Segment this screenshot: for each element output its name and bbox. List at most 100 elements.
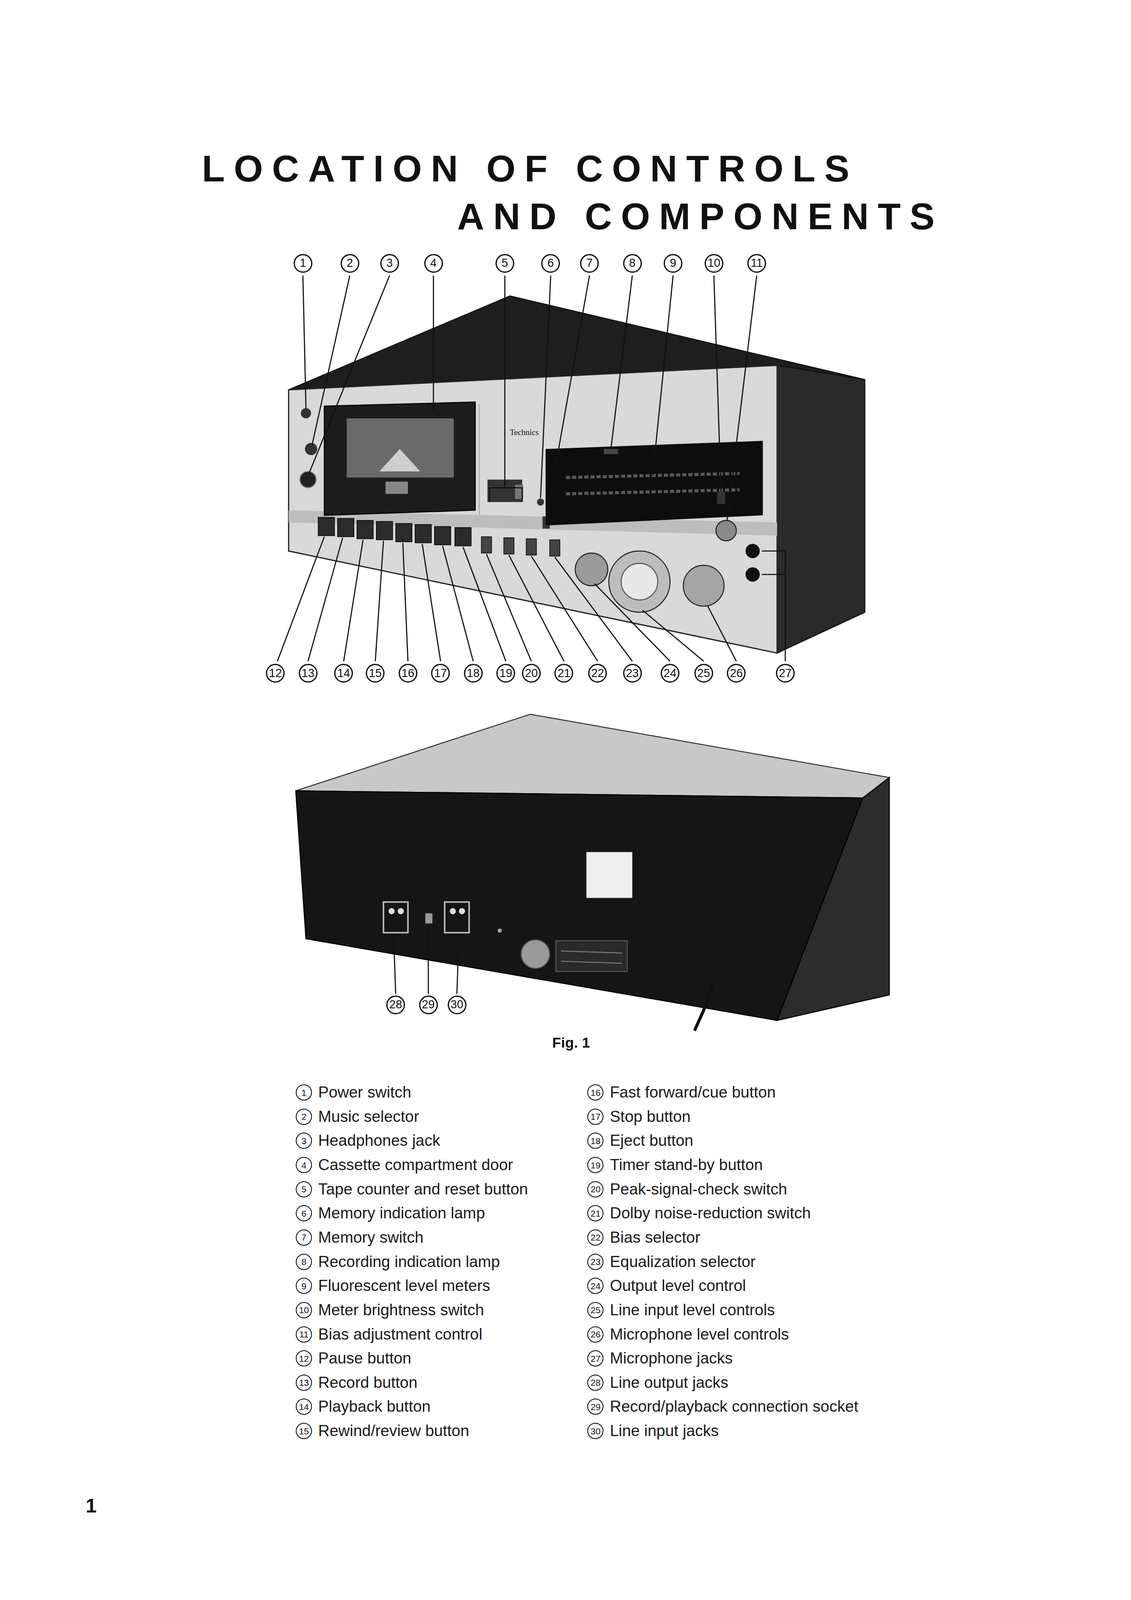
cabinet-side: [777, 365, 866, 653]
callout-number: 22: [588, 663, 607, 683]
toggle: [503, 537, 514, 554]
callout-number: 13: [298, 663, 318, 683]
meter-bar: [565, 489, 740, 494]
leader-line: [277, 536, 325, 662]
list-number: 4: [295, 1156, 312, 1173]
button: [318, 517, 335, 536]
rear-screw: [497, 928, 502, 933]
callout-number: 25: [694, 663, 714, 683]
mic-jack: [745, 543, 760, 558]
part-name: Pause button: [318, 1348, 412, 1368]
list-number: 26: [587, 1326, 604, 1343]
leader-line: [308, 275, 390, 474]
rating-plate: [555, 940, 627, 972]
list-number: 28: [587, 1374, 604, 1391]
cassette-window: [346, 418, 454, 478]
jack: [449, 907, 456, 914]
list-number: 25: [587, 1301, 604, 1318]
list-number: 5: [295, 1180, 312, 1198]
leader-line: [308, 537, 343, 662]
callout-number: 26: [726, 663, 746, 683]
part-name: Equalization selector: [609, 1252, 756, 1271]
callout-number: 9: [663, 253, 683, 273]
callout-number: 28: [386, 995, 406, 1015]
input-knob-cap: [620, 562, 658, 600]
leader-line: [714, 275, 722, 492]
plate-line: [560, 950, 622, 954]
list-number: 17: [587, 1108, 604, 1125]
part-name: Microphone jacks: [609, 1348, 733, 1368]
callout-number: 27: [775, 663, 795, 683]
callout-number: 8: [623, 253, 642, 273]
power-switch: [300, 408, 312, 419]
leader-line: [594, 583, 671, 662]
callout-number: 10: [704, 253, 724, 273]
jack: [388, 907, 395, 914]
plate-line: [560, 961, 622, 964]
list-number: 21: [587, 1204, 604, 1222]
meter-window: [545, 440, 763, 526]
brightness-switch: [717, 491, 726, 505]
part-name: Stop button: [609, 1107, 691, 1126]
list-number: 20: [587, 1180, 604, 1198]
list-number: 11: [295, 1326, 312, 1343]
leader-line: [427, 926, 429, 994]
part-name: Meter brightness switch: [318, 1300, 485, 1320]
callout-number: 7: [580, 253, 599, 273]
page-number: 1: [85, 1494, 97, 1517]
part-name: Rewind/review button: [318, 1421, 470, 1440]
cassette-badge: [385, 481, 409, 494]
leader-line: [463, 546, 506, 662]
list-number: 30: [587, 1422, 604, 1439]
button: [395, 523, 412, 542]
list-number: 9: [295, 1277, 312, 1294]
leader-line: [540, 275, 551, 498]
list-number: 24: [587, 1277, 604, 1294]
cassette-label: [379, 448, 421, 472]
callout-number: 19: [496, 663, 516, 683]
music-selector: [304, 442, 318, 455]
list-number: 3: [295, 1132, 312, 1149]
callout-number: 1: [293, 253, 313, 273]
leader-line: [393, 936, 396, 994]
rear-label: [586, 851, 633, 898]
part-name: Record button: [318, 1372, 418, 1392]
mic-knob: [683, 565, 725, 607]
recording-lamp: [603, 448, 618, 455]
power-cord: [694, 981, 714, 1031]
leader-line: [610, 275, 633, 449]
button: [376, 521, 393, 540]
leader-line: [531, 556, 598, 662]
part-name: Line output jacks: [609, 1372, 729, 1392]
leader-lines: [393, 926, 459, 994]
leader-line: [707, 606, 737, 662]
leader-line: [343, 539, 363, 661]
part-name: Headphones jack: [318, 1131, 441, 1150]
part-name: Music selector: [318, 1107, 420, 1126]
callout-number: 11: [747, 253, 767, 273]
list-number: 2: [295, 1108, 312, 1125]
leader-lines: [277, 275, 786, 662]
part-name: Dolby noise-reduction switch: [609, 1203, 811, 1223]
callout-number: 30: [447, 995, 467, 1015]
callout-number: 29: [419, 995, 438, 1015]
button: [434, 526, 451, 545]
callout-number: 6: [541, 253, 560, 273]
part-name: Output level control: [609, 1276, 747, 1295]
list-number: 14: [295, 1398, 312, 1415]
part-name: Line input jacks: [609, 1421, 719, 1440]
callout-number: 15: [365, 663, 385, 683]
mic-jack: [745, 567, 760, 582]
cassette-door: [324, 402, 476, 516]
list-number: 7: [295, 1229, 312, 1246]
leader-line: [489, 275, 522, 502]
list-number: 19: [587, 1156, 604, 1173]
part-name: Tape counter and reset button: [318, 1179, 529, 1199]
rear-side: [777, 777, 890, 1021]
part-name: Recording indication lamp: [318, 1252, 501, 1271]
leader-line: [457, 936, 460, 994]
list-number: 23: [587, 1253, 604, 1270]
rear-panel: [295, 790, 863, 1021]
list-number: 1: [295, 1084, 312, 1101]
